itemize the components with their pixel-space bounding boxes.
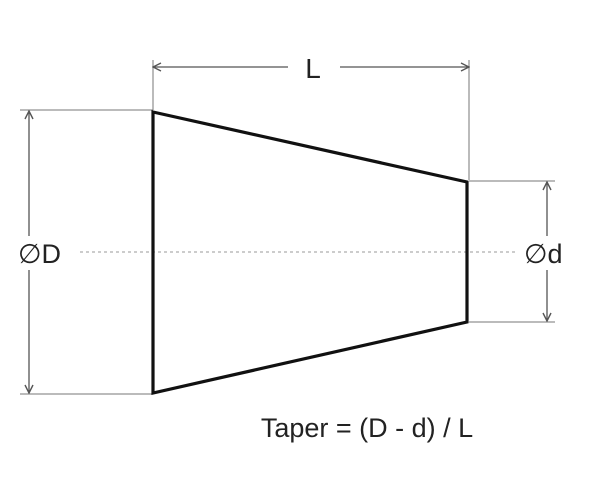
taper-profile-shape [151, 110, 469, 396]
small-diameter-label-background [520, 236, 578, 270]
taper-formula: Taper = (D - d) / L [261, 413, 473, 443]
large-diameter-label-background [14, 236, 74, 270]
length-label: L [305, 53, 321, 84]
large-diameter-label: ∅D [18, 239, 61, 269]
small-diameter-label: ∅d [524, 239, 563, 269]
